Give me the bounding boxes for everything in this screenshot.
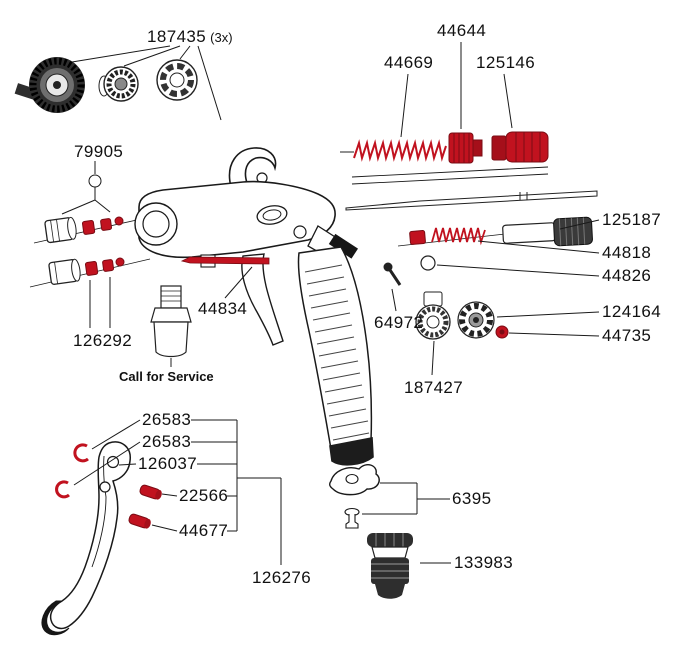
part-label-44644: 44644	[437, 21, 487, 40]
trigger-blade	[49, 441, 131, 630]
valve-6395	[329, 464, 450, 529]
part-label-64972: 64972	[374, 313, 424, 332]
part-label-187427: 187427	[404, 378, 464, 397]
leaders-right	[436, 219, 600, 337]
part-label-44669: 44669	[384, 53, 434, 72]
leader-126292	[89, 277, 111, 328]
gun-trigger	[241, 253, 284, 346]
nozzle-seat-row1	[33, 216, 151, 244]
part-label-44735: 44735	[602, 326, 652, 345]
leader-topright	[400, 42, 513, 138]
leader-187435	[71, 45, 222, 121]
axis-lines-topright	[351, 166, 549, 185]
part-label-126037: 126037	[138, 454, 198, 473]
leaders-bottomleft	[73, 419, 282, 565]
part-label-125187: 125187	[602, 210, 662, 229]
trigger-foot	[41, 600, 70, 636]
part-label-187435: 187435(3x)	[147, 27, 233, 46]
part-label-26583-b: 26583	[142, 432, 192, 451]
gun-handle	[297, 246, 373, 450]
air-cap-assembly	[14, 57, 198, 113]
spring-44669	[340, 139, 447, 162]
handle-grip-texture	[304, 264, 370, 441]
part-label-44834: 44834	[198, 299, 248, 318]
brand-badge	[328, 233, 359, 259]
service-valve	[150, 285, 192, 367]
quantity-note: (3x)	[210, 30, 233, 45]
part-label-26583-a: 26583	[142, 410, 192, 429]
gun-body	[134, 147, 374, 466]
part-label-44677: 44677	[179, 521, 229, 540]
connector-133983	[367, 533, 451, 599]
packing-set	[397, 216, 593, 271]
part-label-126292: 126292	[73, 331, 133, 350]
knob-44644	[448, 132, 483, 164]
nozzle-seat-row2	[29, 257, 151, 288]
part-label-44826: 44826	[602, 266, 652, 285]
fluid-needle	[180, 256, 270, 299]
screw-64972	[383, 262, 402, 312]
needle-assembly	[345, 190, 598, 211]
trigger-assembly	[41, 441, 162, 636]
pin-22566	[139, 484, 162, 500]
part-label-22566: 22566	[179, 486, 229, 505]
e-clip-2	[55, 480, 70, 499]
part-label-6395: 6395	[452, 489, 492, 508]
call-for-service-note: Call for Service	[119, 369, 214, 384]
adjustment-knobs	[415, 291, 509, 376]
part-label-79905: 79905	[74, 142, 124, 161]
part-label-125146: 125146	[476, 53, 536, 72]
part-label-126276: 126276	[252, 568, 312, 587]
part-label-133983: 133983	[454, 553, 514, 572]
nozzle-125146	[491, 131, 549, 163]
hanging-hook	[228, 147, 277, 188]
part-label-44818: 44818	[602, 243, 652, 262]
part-label-124164: 124164	[602, 302, 662, 321]
leader-79905	[61, 161, 111, 215]
e-clip-1	[73, 443, 89, 463]
pin-44677	[128, 513, 151, 529]
handle-cap	[329, 437, 374, 466]
